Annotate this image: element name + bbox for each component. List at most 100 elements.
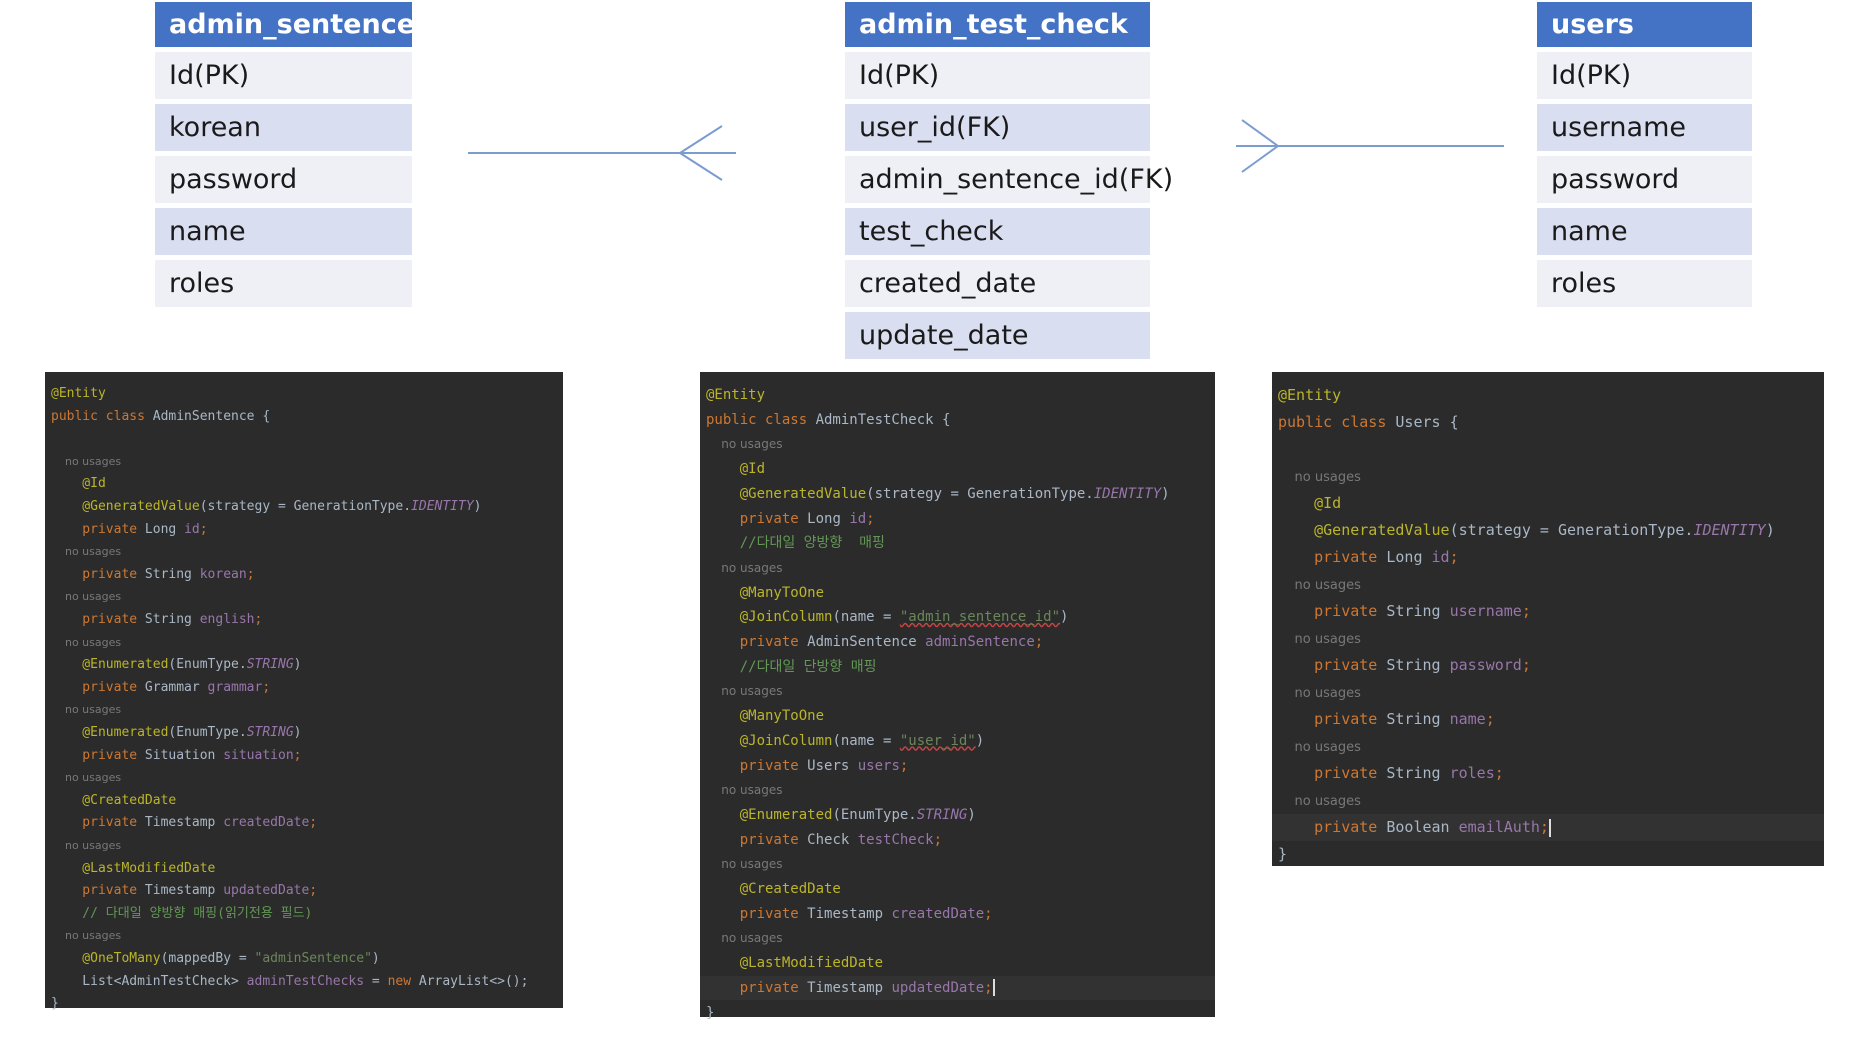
- code-token: adminTestChecks: [246, 973, 365, 989]
- code-token: ;: [1449, 548, 1459, 566]
- code-token: (name =: [832, 732, 900, 749]
- table-column: update_date: [845, 312, 1150, 359]
- code-line: [1272, 436, 1824, 463]
- usage-hint: no usages: [51, 454, 122, 468]
- code-token: "admin_sentence_id": [899, 609, 1061, 626]
- code-token: ): [293, 725, 302, 740]
- code-token: String: [1386, 710, 1450, 728]
- code-token: ;: [1494, 764, 1504, 782]
- code-token: STRING: [246, 657, 294, 673]
- code-token: @JoinColumn: [706, 732, 833, 749]
- code-token: public class: [51, 408, 153, 424]
- code-line: //다대일 양방향 매핑: [700, 531, 1215, 556]
- table-column: roles: [155, 260, 412, 307]
- table-column: Id(PK): [1537, 52, 1752, 99]
- code-token: AdminSentence {: [152, 408, 271, 424]
- code-token: (mappedBy =: [160, 951, 255, 966]
- code-token: Check: [807, 831, 858, 848]
- code-token: Users: [807, 757, 858, 774]
- code-line: no usages: [1272, 625, 1824, 652]
- code-token: id: [184, 521, 200, 537]
- code-token: @Enumerated: [51, 657, 169, 673]
- code-line: @LastModifiedDate: [700, 951, 1215, 976]
- code-line: private Timestamp createdDate;: [45, 812, 563, 835]
- table-column: Id(PK): [845, 52, 1150, 99]
- code-token: ;: [1521, 602, 1531, 620]
- code-line: private Long id;: [45, 519, 563, 542]
- code-token: ;: [1485, 710, 1495, 728]
- crow-foot-lower: [679, 152, 723, 181]
- code-line: no usages: [1272, 463, 1824, 490]
- code-line: private Check testCheck;: [700, 828, 1215, 853]
- code-token: createdDate: [891, 905, 985, 922]
- code-token: Situation: [144, 747, 224, 763]
- code-token: Timestamp: [144, 883, 224, 899]
- code-token: @LastModifiedDate: [706, 955, 884, 972]
- code-line: private Situation situation;: [45, 745, 563, 768]
- code-line: no usages: [700, 556, 1215, 581]
- code-token: (EnumType.: [168, 657, 247, 673]
- code-token: Long: [1386, 548, 1432, 566]
- code-token: // 다대일 양방향 매핑(읽기전용 필드): [51, 905, 313, 921]
- code-line: no usages: [45, 835, 563, 858]
- table-column: password: [155, 156, 412, 203]
- code-token: @Id: [706, 461, 766, 478]
- usage-hint: no usages: [706, 931, 783, 946]
- code-token: @Entity: [706, 387, 766, 403]
- code-line: private Grammar grammar;: [45, 677, 563, 700]
- code-token: situation: [223, 747, 294, 763]
- usage-hint: no usages: [51, 635, 122, 649]
- code-token: ): [293, 657, 302, 673]
- code-token: public class: [1278, 413, 1396, 431]
- code-token: //다대일 양방향 매핑: [706, 535, 885, 552]
- table-column: user_id(FK): [845, 104, 1150, 151]
- code-line: private Long id;: [700, 507, 1215, 532]
- table-column: Id(PK): [155, 52, 412, 99]
- code-token: ): [1161, 485, 1170, 502]
- code-token: IDENTITY: [411, 499, 474, 514]
- code-token: ;: [899, 757, 909, 774]
- code-token: private: [706, 831, 808, 848]
- table-header: admin_test_check: [845, 2, 1150, 47]
- code-line: private Long id;: [1272, 544, 1824, 571]
- table-header: users: [1537, 2, 1752, 47]
- code-token: @Enumerated: [706, 806, 833, 823]
- code-token: @GeneratedValue: [51, 499, 200, 514]
- code-line: private Timestamp updatedDate;: [45, 880, 563, 903]
- code-token: String: [144, 612, 200, 627]
- code-line: no usages: [700, 778, 1215, 803]
- code-line: @CreatedDate: [700, 877, 1215, 902]
- code-token: private: [51, 612, 145, 627]
- code-line: private Boolean emailAuth;: [1272, 814, 1824, 841]
- usage-hint: no usages: [706, 560, 783, 575]
- code-token: private: [51, 679, 145, 695]
- usage-hint: no usages: [51, 839, 122, 852]
- code-line: no usages: [1272, 733, 1824, 760]
- code-line: private String roles;: [1272, 760, 1824, 787]
- code-token: private: [706, 757, 808, 774]
- code-token: ): [1060, 609, 1069, 626]
- code-line: // 다대일 양방향 매핑(읽기전용 필드): [45, 903, 563, 926]
- usage-hint: no usages: [51, 703, 122, 717]
- table-column: username: [1537, 104, 1752, 151]
- code-token: ): [1765, 521, 1775, 539]
- code-token: updatedDate: [223, 883, 310, 899]
- code-line: @Id: [45, 473, 563, 496]
- code-line: @Enumerated(EnumType.STRING): [45, 722, 563, 745]
- table-column: admin_sentence_id(FK): [845, 156, 1173, 203]
- code-line: @Id: [700, 457, 1215, 482]
- code-token: @CreatedDate: [51, 792, 177, 808]
- code-line: @Enumerated(EnumType.STRING): [700, 803, 1215, 828]
- code-line: no usages: [1272, 787, 1824, 814]
- code-token: updatedDate: [891, 979, 985, 996]
- code-token: @Enumerated: [51, 725, 169, 740]
- text-cursor: [992, 979, 995, 997]
- code-line: [45, 428, 563, 451]
- code-token: id: [849, 510, 867, 527]
- usage-hint: no usages: [51, 590, 122, 604]
